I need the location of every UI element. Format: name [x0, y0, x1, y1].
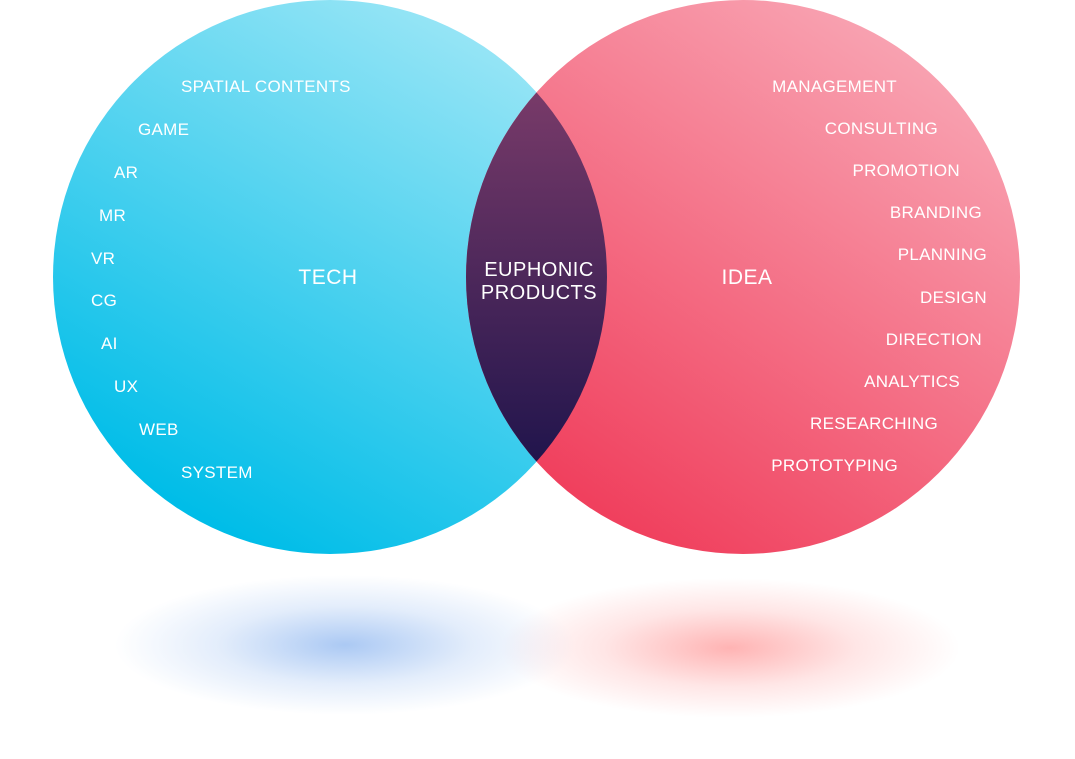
idea-item: DIRECTION [886, 330, 982, 349]
tech-item: UX [114, 377, 138, 396]
tech-item-list: SPATIAL CONTENTS GAME AR MR VR CG AI UX … [91, 77, 351, 482]
idea-item: PLANNING [898, 245, 987, 264]
idea-item: BRANDING [890, 203, 982, 222]
tech-item: VR [91, 249, 115, 268]
tech-item: AR [114, 163, 138, 182]
idea-item: MANAGEMENT [772, 77, 897, 96]
idea-title: IDEA [721, 266, 772, 289]
tech-item: SPATIAL CONTENTS [181, 77, 351, 96]
tech-item: SYSTEM [181, 463, 253, 482]
idea-item: PROTOTYPING [771, 456, 898, 475]
idea-shadow [500, 578, 960, 718]
tech-item: WEB [139, 420, 179, 439]
idea-item: ANALYTICS [864, 372, 960, 391]
tech-item: MR [99, 206, 126, 225]
idea-circle [466, 0, 1020, 554]
idea-item: CONSULTING [825, 119, 938, 138]
idea-item: DESIGN [920, 288, 987, 307]
tech-item: GAME [138, 120, 189, 139]
overlap-label-line1: EUPHONIC [484, 259, 594, 281]
tech-circle [53, 0, 607, 554]
idea-item: PROMOTION [852, 161, 960, 180]
tech-title: TECH [298, 266, 357, 289]
idea-item: RESEARCHING [810, 414, 938, 433]
idea-item-list: MANAGEMENT CONSULTING PROMOTION BRANDING… [771, 77, 987, 475]
tech-shadow [115, 575, 575, 715]
overlap-label-line2: PRODUCTS [481, 282, 597, 304]
tech-item: CG [91, 291, 117, 310]
tech-item: AI [101, 334, 118, 353]
